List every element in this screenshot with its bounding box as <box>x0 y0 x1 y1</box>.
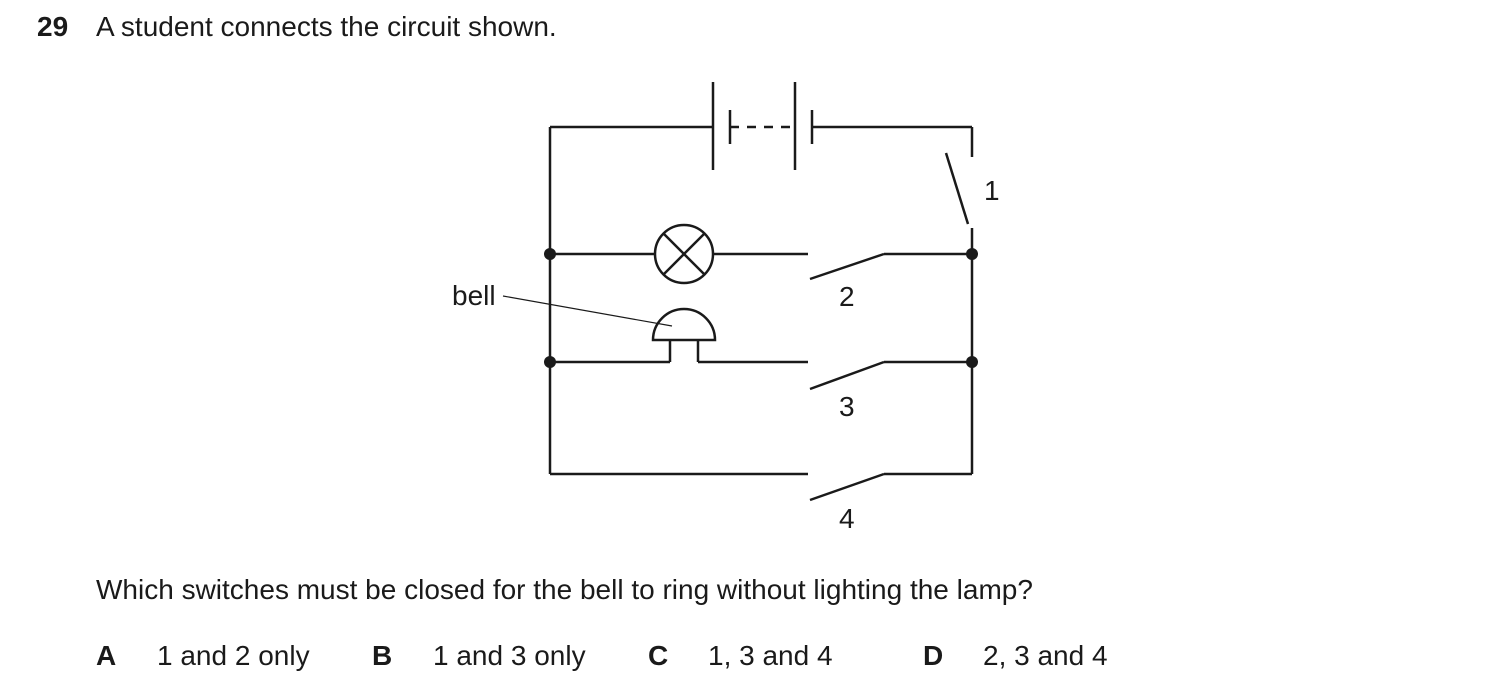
lamp-symbol <box>653 223 715 285</box>
junction-dots <box>544 248 978 368</box>
option-c-letter: C <box>648 640 669 671</box>
question-number: 29 <box>37 11 69 42</box>
bell-label: bell <box>452 280 496 311</box>
switch-1 <box>944 127 974 474</box>
switch-3-label: 3 <box>839 391 855 422</box>
switch-3 <box>809 360 972 391</box>
question-stem: A student connects the circuit shown. <box>96 11 557 42</box>
question-prompt: Which switches must be closed for the be… <box>96 574 1033 605</box>
option-c-text: 1, 3 and 4 <box>708 640 833 671</box>
option-d-text: 2, 3 and 4 <box>983 640 1108 671</box>
option-a-letter: A <box>96 640 117 671</box>
circuit-diagram: bell 1 2 3 4 <box>452 82 1000 534</box>
switch-4-label: 4 <box>839 503 855 534</box>
switch-1-label: 1 <box>984 175 1000 206</box>
switch-2 <box>809 252 972 281</box>
switch-2-label: 2 <box>839 281 855 312</box>
battery-symbol <box>550 82 972 170</box>
option-d-letter: D <box>923 640 944 671</box>
switch-4 <box>809 472 972 502</box>
option-b-letter: B <box>372 640 393 671</box>
option-b-text: 1 and 3 only <box>433 640 586 671</box>
bell-label-leader <box>502 295 673 327</box>
bell-symbol <box>651 307 717 362</box>
option-a-text: 1 and 2 only <box>157 640 310 671</box>
